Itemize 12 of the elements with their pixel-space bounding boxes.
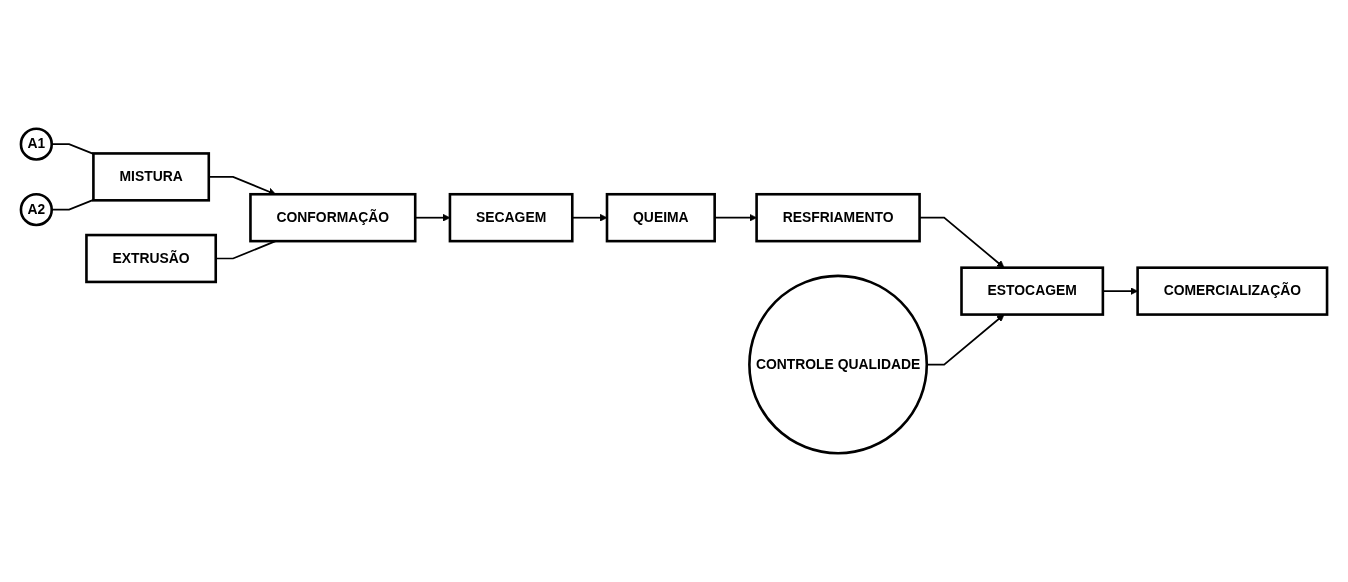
node-box: COMERCIALIZAÇÃO <box>1136 266 1329 316</box>
node-box: ESTOCAGEM <box>960 266 1105 316</box>
node-circle: CONTROLE QUALIDADE <box>748 274 929 455</box>
node-box: CONFORMAÇÃO <box>249 192 417 243</box>
node-box: SECAGEM <box>448 192 574 243</box>
node-box: MISTURA <box>92 152 211 202</box>
node-circle: A1 <box>19 127 54 161</box>
node-box: RESFRIAMENTO <box>755 192 921 243</box>
arrow <box>1102 287 1138 295</box>
node-box: EXTRUSÃO <box>85 233 218 284</box>
node-circle: A2 <box>19 192 54 227</box>
node-box: QUEIMA <box>605 192 716 243</box>
